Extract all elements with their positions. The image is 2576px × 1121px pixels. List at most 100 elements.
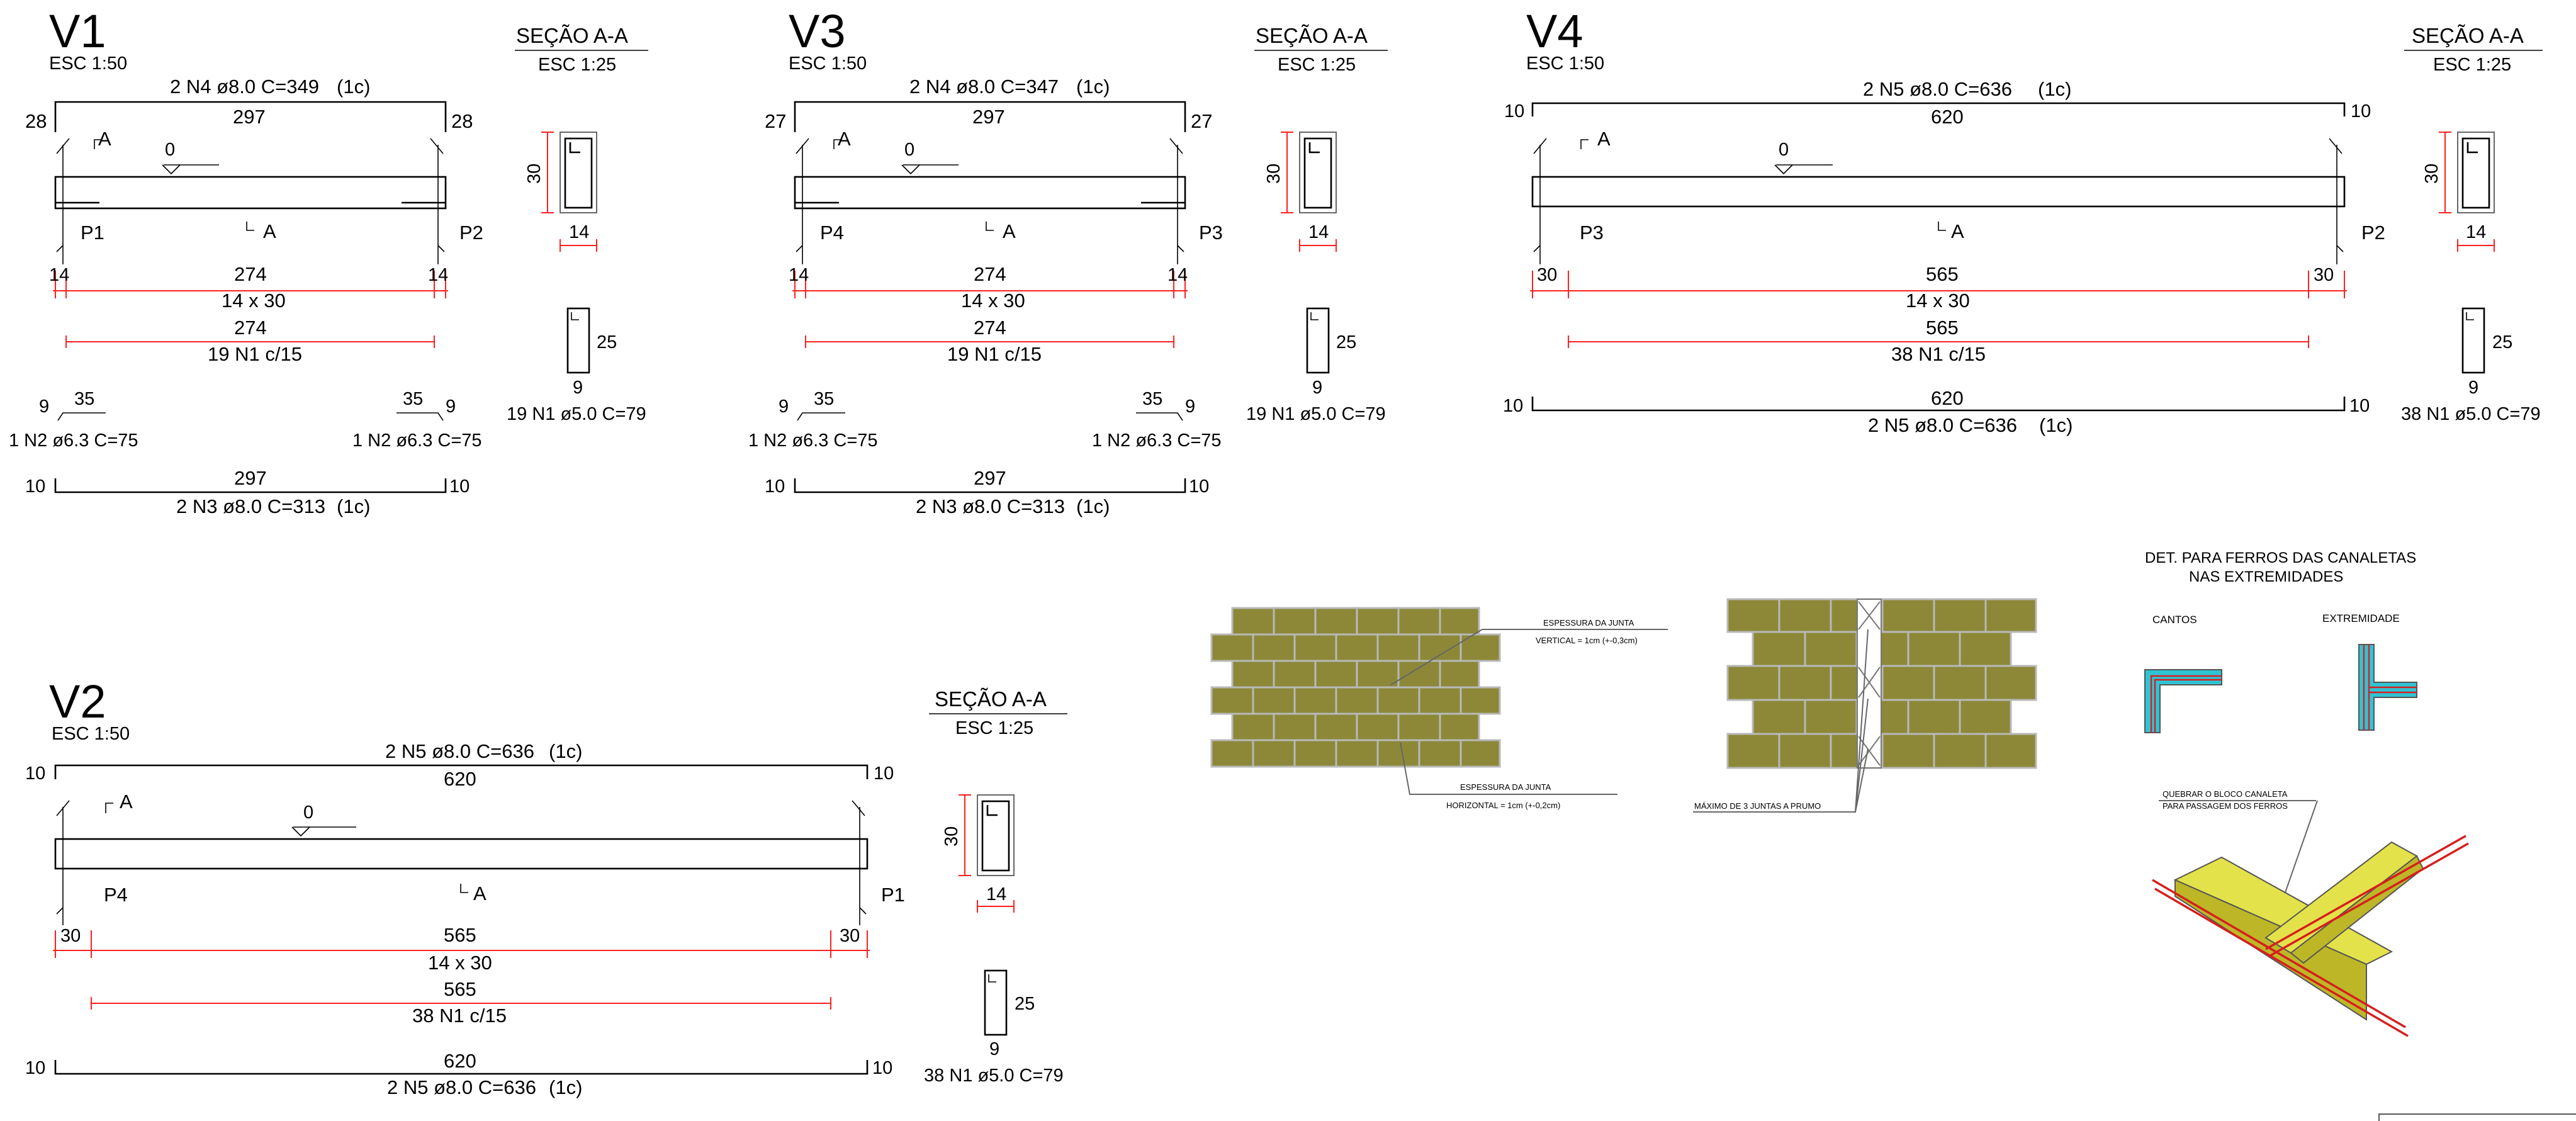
stirrup-width: 9 xyxy=(989,1039,999,1059)
detail-title-line1: DET. PARA FERROS DAS CANALETAS xyxy=(2145,549,2416,566)
top-hook-left: 10 xyxy=(1504,101,1524,121)
detail-title-line2: NAS EXTREMIDADES xyxy=(2189,568,2343,585)
section-scale: ESC 1:25 xyxy=(2433,55,2511,75)
dim-right: 14 xyxy=(428,265,448,285)
bottom-hook-right: 10 xyxy=(2349,396,2370,416)
section-cut-bottom: A xyxy=(263,220,276,242)
top-hook-right: 28 xyxy=(451,110,473,132)
dim-span: 565 xyxy=(1926,263,1959,285)
top-hook-right: 10 xyxy=(874,763,894,784)
masonry-wall-joints: ESPESSURA DA JUNTA VERTICAL = 1cm (+-0,3… xyxy=(1210,598,2037,813)
top-bar-length: 620 xyxy=(444,768,476,790)
extra-right-hook: 9 xyxy=(1185,397,1195,417)
extra-right-bar: 1 N2 ø6.3 C=75 xyxy=(1092,431,1222,451)
dim-right: 30 xyxy=(840,926,860,946)
top-bar-layer: (1c) xyxy=(549,740,582,762)
section-width: 14 xyxy=(986,884,1006,904)
title-block-border xyxy=(2378,1113,2576,1121)
joint-vertical-value: VERTICAL = 1cm (+-0,3cm) xyxy=(1536,636,1638,645)
section-cut-bottom: A xyxy=(1951,220,1964,242)
support-right: P2 xyxy=(2361,222,2385,244)
extra-left-bar: 1 N2 ø6.3 C=75 xyxy=(9,431,138,451)
break-note-line2: PARA PASSAGEM DOS FERROS xyxy=(2163,801,2288,811)
stirrup-spec: 19 N1 c/15 xyxy=(208,343,302,365)
section-cut-top: A xyxy=(120,791,133,813)
stirrup-bar: 38 N1 ø5.0 C=79 xyxy=(924,1066,1064,1086)
bottom-bar-layer: (1c) xyxy=(2039,414,2073,436)
channel-block-3d xyxy=(2152,835,2469,1037)
dim-left: 30 xyxy=(60,926,81,946)
beam-scale: ESC 1:50 xyxy=(1526,54,1604,74)
support-left: P4 xyxy=(104,884,128,906)
joint-horizontal-title: ESPESSURA DA JUNTA xyxy=(1460,782,1551,792)
top-bar-spec: 2 N5 ø8.0 C=636 xyxy=(385,740,534,762)
bottom-hook-right: 10 xyxy=(449,476,470,497)
stirrup-span: 274 xyxy=(234,317,267,339)
section-cut-bottom: A xyxy=(1003,220,1016,242)
dim-left: 14 xyxy=(49,265,69,285)
section-width: 14 xyxy=(569,222,589,242)
bottom-hook-right: 10 xyxy=(872,1058,892,1078)
section-title: SEÇÃO A-A xyxy=(1256,24,1368,47)
extra-right-bar: 1 N2 ø6.3 C=75 xyxy=(352,431,482,451)
section-width: 14 xyxy=(2466,222,2486,242)
bottom-hook-left: 10 xyxy=(25,1058,45,1078)
top-bar-spec: 2 N4 ø8.0 C=349 xyxy=(170,76,319,98)
top-bar-length: 297 xyxy=(972,106,1005,128)
corner-detail xyxy=(2144,669,2222,733)
dim-right: 30 xyxy=(2314,265,2334,285)
channel-block-detail: DET. PARA FERROS DAS CANALETAS NAS EXTRE… xyxy=(2144,549,2469,1037)
stirrup-span: 274 xyxy=(974,317,1006,339)
support-right: P2 xyxy=(459,222,483,244)
bottom-bar-length: 620 xyxy=(444,1050,476,1072)
stirrup-height: 25 xyxy=(2492,332,2512,352)
extra-left-hook: 9 xyxy=(39,397,49,417)
stirrup-spec: 38 N1 c/15 xyxy=(1891,343,1986,365)
section-scale: ESC 1:25 xyxy=(955,718,1033,738)
beam-title: V3 xyxy=(789,5,846,57)
bottom-hook-left: 10 xyxy=(25,476,45,497)
brick-wall-right xyxy=(1726,598,2037,769)
top-bar-length: 620 xyxy=(1931,106,1964,128)
bottom-bar-spec: 2 N5 ø8.0 C=636 xyxy=(387,1076,536,1098)
stirrup-height: 25 xyxy=(1336,332,1356,352)
beam-title: V1 xyxy=(49,5,106,57)
beam-scale: ESC 1:50 xyxy=(52,724,130,744)
stirrup-height: 25 xyxy=(1015,994,1035,1014)
bottom-bar-length: 297 xyxy=(234,467,267,489)
dim-left: 30 xyxy=(1537,265,1557,285)
stirrup-span: 565 xyxy=(1926,317,1959,339)
stirrup-spec: 38 N1 c/15 xyxy=(412,1005,507,1027)
beam-v1: V1 ESC 1:50 2 N4 ø8.0 C=349 (1c) 297 28 … xyxy=(9,5,648,517)
stirrup-width: 9 xyxy=(573,378,583,398)
section-scale: ESC 1:25 xyxy=(1278,55,1356,75)
dim-span: 565 xyxy=(444,924,476,946)
beam-size: 14 x 30 xyxy=(1906,290,1970,312)
section-height: 30 xyxy=(2422,164,2442,184)
beam-v4: V4 ESC 1:50 2 N5 ø8.0 C=636 (1c) 620 10 … xyxy=(1503,5,2543,436)
top-bar-layer: (1c) xyxy=(337,76,370,98)
beam-size: 14 x 30 xyxy=(222,290,286,312)
beam-title: V2 xyxy=(49,675,106,728)
stirrup-bar: 19 N1 ø5.0 C=79 xyxy=(1246,404,1386,424)
beam-scale: ESC 1:50 xyxy=(49,54,127,74)
beam-title: V4 xyxy=(1526,5,1583,57)
extra-right-len: 35 xyxy=(1142,389,1162,409)
bottom-hook-left: 10 xyxy=(1503,396,1523,416)
level-mark: 0 xyxy=(165,140,175,160)
stirrup-width: 9 xyxy=(2468,378,2478,398)
beam-v2: V2 ESC 1:50 2 N5 ø8.0 C=636 (1c) 620 10 … xyxy=(25,675,1067,1098)
section-title: SEÇÃO A-A xyxy=(935,687,1047,711)
bottom-bar-spec: 2 N3 ø8.0 C=313 xyxy=(176,495,325,517)
section-height: 30 xyxy=(524,164,544,184)
support-left: P3 xyxy=(1580,222,1604,244)
section-cut-top: A xyxy=(98,128,111,150)
end-detail xyxy=(2358,644,2417,731)
bottom-hook-right: 10 xyxy=(1189,476,1209,497)
bottom-bar-spec: 2 N3 ø8.0 C=313 xyxy=(916,495,1065,517)
joint-vertical-title: ESPESSURA DA JUNTA xyxy=(1543,618,1634,628)
dim-span: 274 xyxy=(974,263,1006,285)
level-mark: 0 xyxy=(904,140,914,160)
bottom-bar-length: 297 xyxy=(974,467,1006,489)
top-hook-left: 10 xyxy=(25,763,45,784)
